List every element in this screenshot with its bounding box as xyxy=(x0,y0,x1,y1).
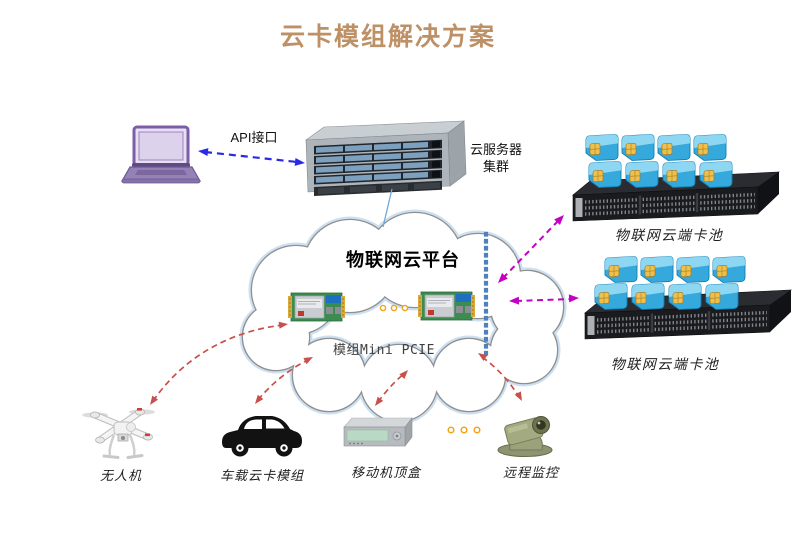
pcie-module-icon xyxy=(288,292,345,322)
card-pool-2-label: 物联网云端卡池 xyxy=(610,358,720,373)
camera-icon xyxy=(497,416,553,457)
set-top-box-icon xyxy=(343,417,413,447)
drone-icon xyxy=(82,408,155,459)
sim-card-icon xyxy=(585,134,733,188)
cloud-to-pool2-arrow xyxy=(509,294,579,305)
card-pool-2-icon xyxy=(584,256,793,340)
set-top-box-label: 移动机顶盒 xyxy=(350,465,422,480)
cloud-platform-label: 物联网云平台 xyxy=(346,250,460,270)
server-cloud-link xyxy=(382,188,393,228)
api-label: API接口 xyxy=(230,130,278,145)
camera-label: 远程监控 xyxy=(502,465,560,480)
page-title: 云卡模组解决方案 xyxy=(279,24,497,51)
car-label: 车载云卡模组 xyxy=(219,468,305,483)
cloud-shape xyxy=(239,209,567,425)
cloud-to-drone-arrow xyxy=(150,321,288,405)
api-arrow xyxy=(198,148,305,166)
server-label: 云服务器 集群 xyxy=(470,141,522,175)
module-label: 模组Mini PCIE xyxy=(333,343,435,358)
cloud-to-car-arrow xyxy=(255,357,313,404)
cloud-to-pool1-arrow xyxy=(498,215,564,283)
server-label-line2: 集群 xyxy=(482,159,510,174)
laptop-icon xyxy=(120,125,202,184)
ellipsis-dots-icon xyxy=(379,304,409,312)
cloud-to-camera-arrow xyxy=(478,353,522,401)
sim-card-icon xyxy=(594,256,746,310)
server-label-line1: 云服务器 xyxy=(469,142,523,157)
ellipsis-dots-icon xyxy=(447,426,481,434)
drone-label: 无人机 xyxy=(99,468,143,483)
card-pool-1-icon xyxy=(572,134,781,222)
server-rack-icon xyxy=(305,120,467,196)
pcie-module-icon xyxy=(418,291,475,321)
car-icon xyxy=(222,416,302,457)
cloud-to-stb-arrow xyxy=(375,370,408,406)
card-pool-1-label: 物联网云端卡池 xyxy=(614,229,724,244)
